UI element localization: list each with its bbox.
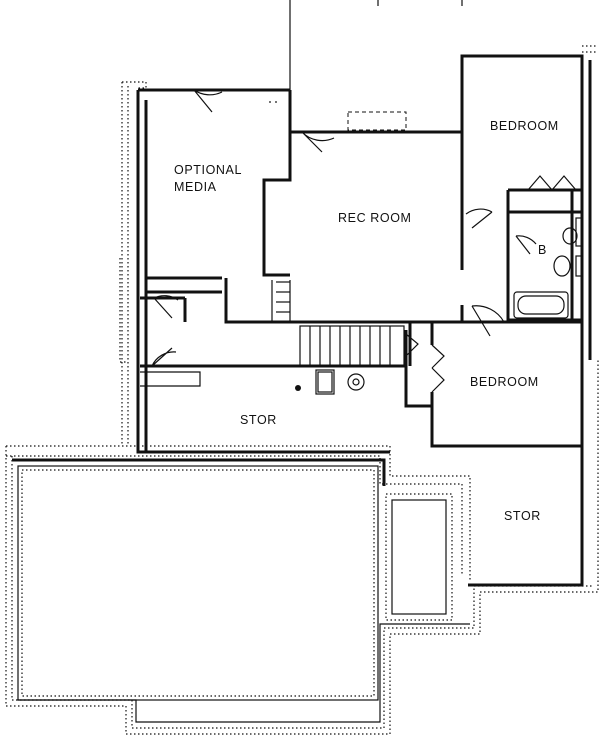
- room-label-bedroom-mid: BEDROOM: [470, 375, 539, 389]
- overhead-dashed-box: [347, 111, 407, 131]
- room-label-bedroom-top: BEDROOM: [490, 119, 559, 133]
- room-label-rec-room: REC ROOM: [338, 211, 412, 225]
- doors: [151, 89, 577, 393]
- water-heater: [317, 371, 333, 393]
- sink: [562, 227, 578, 245]
- toilet: [553, 255, 571, 277]
- room-label-stor-right: STOR: [504, 509, 541, 523]
- fixtures: [140, 101, 583, 395]
- floor-drain: [295, 385, 301, 391]
- foundation-outline: [119, 45, 598, 446]
- interior-walls: [140, 90, 582, 452]
- room-label-bath: B: [538, 243, 547, 257]
- room-label-optional-media-1: OPTIONAL: [174, 163, 242, 177]
- lower-foundation: [5, 360, 599, 735]
- stair-treads: [276, 281, 405, 367]
- upper-entry-lines: [289, 0, 463, 90]
- room-label-stor-left: STOR: [240, 413, 277, 427]
- room-label-optional-media-2: MEDIA: [174, 180, 217, 194]
- furnace: [347, 373, 365, 391]
- bathtub: [513, 291, 569, 319]
